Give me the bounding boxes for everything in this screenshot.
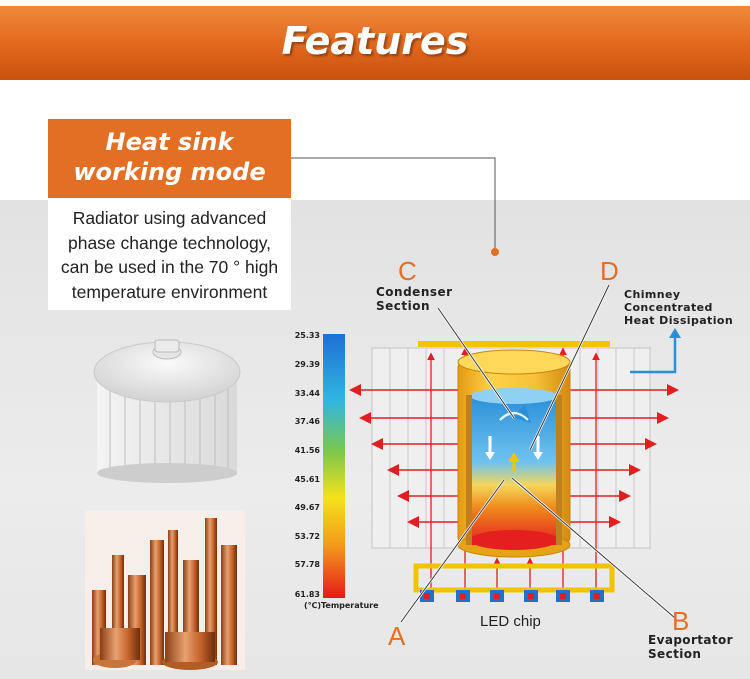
- chimney-label-line1: Chimney: [624, 288, 680, 301]
- scale-tick-label: 25.33: [295, 331, 320, 340]
- scale-tick-label: 37.46: [295, 417, 321, 426]
- scale-tick-label: 61.83: [295, 590, 320, 599]
- scale-tick-label: 57.78: [295, 560, 321, 569]
- mode-title-line1: Heat sink: [105, 128, 234, 156]
- evaporator-label-line2: Section: [648, 647, 701, 661]
- header-banner: Features: [0, 0, 750, 80]
- desc-line: phase change technology,: [67, 232, 272, 253]
- evaporator-label-line1: Evaportator: [648, 633, 733, 647]
- chimney-arrow: [630, 328, 681, 374]
- desc-line: Radiator using advanced: [72, 208, 267, 228]
- leader-line: [291, 157, 499, 256]
- mode-title-line2: working mode: [73, 158, 266, 186]
- desc-line: temperature environment: [71, 281, 268, 302]
- scale-tick-label: 41.56: [295, 446, 321, 455]
- vapor-flow-arrows: [485, 404, 543, 472]
- condenser-label-line1: Condenser: [376, 285, 453, 299]
- callout-letter-d: D: [600, 256, 619, 286]
- callout-letter-a: A: [388, 621, 406, 651]
- desc-line: can be used in the 70 ° high: [60, 257, 279, 277]
- scale-tick-label: 33.44: [295, 389, 321, 398]
- scale-tick-label: 53.72: [295, 532, 320, 541]
- description-box: Radiator using advanced phase change tec…: [48, 200, 291, 310]
- heat-flow-horizontal: [349, 384, 679, 528]
- banner-top-line: [0, 0, 750, 6]
- chimney-label-line2: Concentrated: [624, 301, 713, 314]
- led-chip-label: LED chip: [480, 613, 541, 630]
- condenser-label-line2: Section: [376, 299, 430, 313]
- scale-unit-label: (℃)Temperature: [304, 601, 379, 610]
- led-base-plate: [413, 563, 615, 602]
- callout-letter-b: B: [672, 606, 689, 636]
- heat-sink-product-photo: [93, 339, 241, 483]
- description-text: Radiator using advanced phase change tec…: [48, 206, 291, 304]
- copper-tubes-photo: [85, 510, 245, 670]
- temperature-scale: 25.33 29.39 33.44 37.46 41.56 45.61 49.6…: [295, 331, 379, 610]
- callout-letter-c: C: [398, 256, 417, 286]
- scale-tick-label: 29.39: [295, 360, 321, 369]
- chimney-label-line3: Heat Dissipation: [624, 314, 733, 327]
- page-title: Features: [281, 19, 469, 63]
- scale-tick-label: 45.61: [295, 475, 321, 484]
- mode-title: Heat sink working mode: [48, 127, 291, 187]
- mode-title-box: Heat sink working mode: [48, 119, 291, 198]
- callout-lines-dark: [400, 284, 676, 623]
- scale-tick-label: 49.67: [295, 503, 320, 512]
